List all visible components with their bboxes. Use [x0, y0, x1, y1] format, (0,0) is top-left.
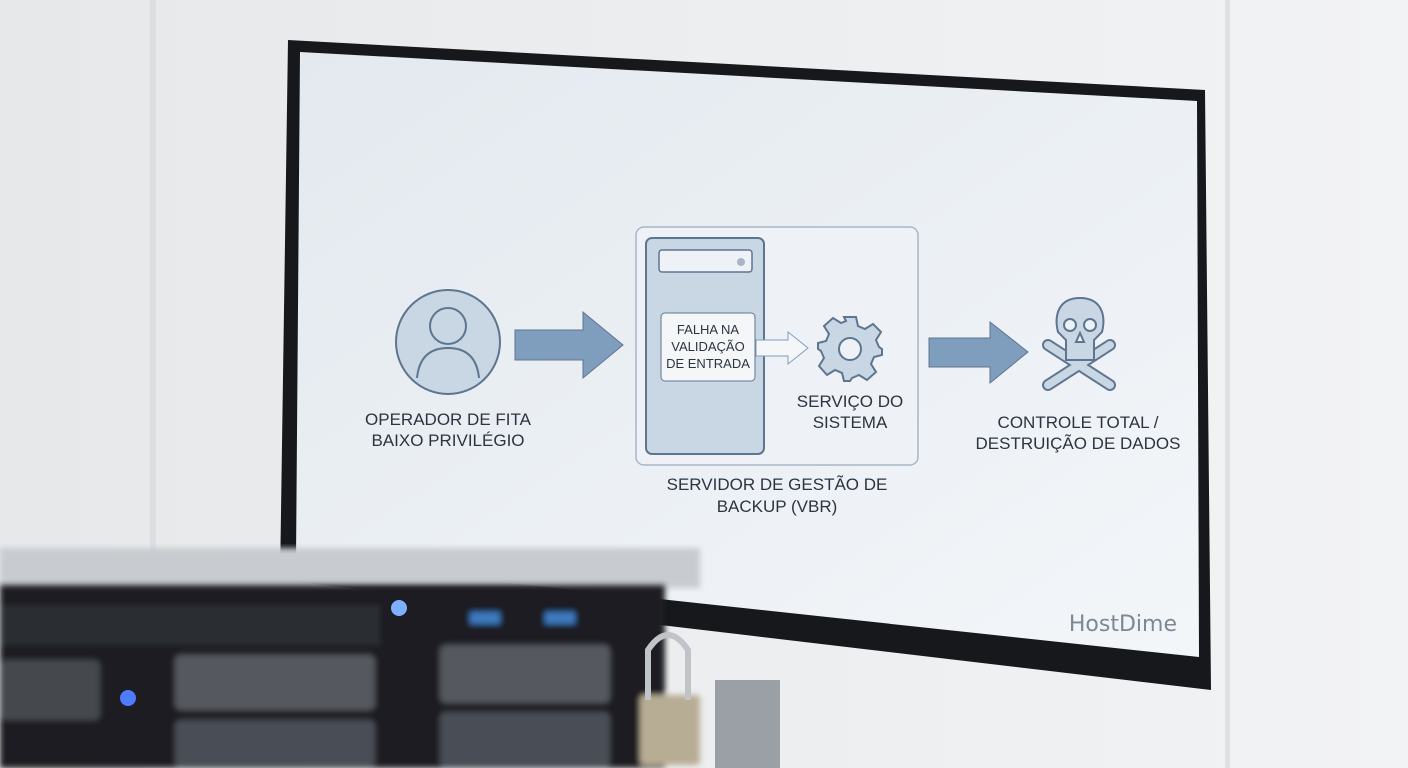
outcome-label-2: DESTRUIÇÃO DE DADOS [976, 434, 1181, 453]
arrow-right-small-icon [755, 330, 809, 366]
flaw-label-3: DE ENTRADA [666, 356, 750, 371]
power-led-icon [391, 600, 407, 616]
status-led-icon [120, 690, 136, 706]
skull-crossbones-icon [1042, 296, 1116, 391]
table [0, 548, 700, 588]
wall-seam [1225, 0, 1230, 768]
outcome-label-1: CONTROLE TOTAL / [998, 413, 1159, 432]
server-label-2: BACKUP (VBR) [717, 497, 838, 516]
gear-icon [817, 316, 883, 382]
operator-label-1: OPERADOR DE FITA [365, 410, 532, 429]
flaw-label-2: VALIDAÇÃO [671, 339, 744, 354]
service-label-1: SERVIÇO DO [797, 392, 903, 411]
diagram: OPERADOR DE FITA BAIXO PRIVILÉGIO FALHA … [365, 226, 1181, 516]
arrow-right-icon [928, 320, 1029, 385]
rack-server [0, 585, 700, 768]
service-label-2: SISTEMA [813, 413, 888, 432]
arrow-right-icon [514, 310, 624, 380]
server-label-1: SERVIDOR DE GESTÃO DE [667, 475, 888, 494]
operator-label-2: BAIXO PRIVILÉGIO [371, 431, 524, 450]
flaw-box [660, 312, 756, 382]
padlock-icon [645, 632, 691, 700]
user-icon [395, 289, 501, 395]
hostdime-logo: HostDime [1069, 612, 1177, 637]
monitor-stand [715, 680, 780, 768]
flaw-label-1: FALHA NA [677, 322, 739, 337]
wall-seam [150, 0, 156, 560]
